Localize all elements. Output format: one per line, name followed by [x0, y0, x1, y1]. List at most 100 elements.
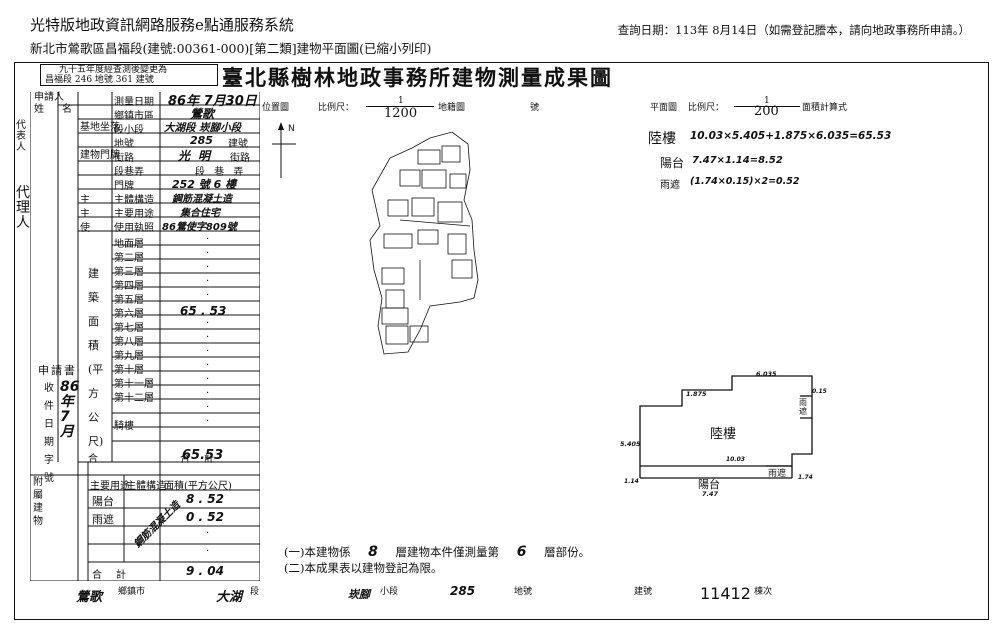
floor-row-label: 第十一層 [114, 379, 154, 390]
license-label: 使用執照 [114, 223, 154, 234]
footer-building-label: 建號 [634, 587, 653, 597]
structure-side-label: 主 [80, 195, 90, 206]
location-scale-label: 比例尺： [318, 103, 355, 113]
street-label: 街路 [114, 153, 134, 164]
annex-total-label: 合計 [92, 570, 140, 581]
note-1: (一)本建物係 8 層建物本件僅測量第 6 層部份。 [284, 544, 590, 560]
structure-value: 鋼筋混凝土造 [172, 194, 232, 205]
annex-side-label: 附屬建物 [33, 477, 43, 527]
plan-awning-label: 雨遮 [768, 469, 787, 479]
floor-row-value: · [206, 234, 210, 245]
floor-row-label: 第六層 [114, 309, 144, 320]
revision-line-1: 九十五年度經查測後變更為 [59, 65, 168, 75]
floor-row-label: 第二層 [114, 253, 144, 264]
plan-dim-mid: 10.03 [726, 456, 745, 463]
floor-row-value: · [206, 290, 210, 301]
footer-section: 大湖 [216, 590, 243, 605]
calc-awning-formula: (1.74×0.15)×2=0.52 [690, 176, 800, 187]
annex-row-usage: 雨遮 [92, 513, 114, 526]
annex-row-area: · [206, 546, 210, 557]
calc-awning-label: 雨遮 [660, 180, 680, 191]
plan-scale-label: 比例尺： [688, 103, 725, 113]
footer-township: 鶯歌 [76, 590, 103, 605]
area-calc-label: 面積計算式 [802, 103, 848, 113]
township-value: 鶯歌 [190, 107, 215, 121]
note-1-c: 層建物本件僅測量第 [395, 545, 500, 559]
floor-row-value: · [206, 416, 210, 427]
building-form: 測量日期 86年 7月30日 鄉鎮市區 鶯歌 基地坐落 段小段 大湖段 崁腳小段… [30, 92, 260, 581]
street-value: 光明 [178, 149, 219, 163]
floor-row-label: 第三層 [114, 267, 144, 278]
location-map-label: 位置圖 [262, 103, 290, 113]
annex-row-usage: 陽台 [92, 495, 114, 508]
usage-label: 主要用途 [114, 209, 154, 220]
plan-dim-114: 1.14 [624, 478, 639, 485]
agent-label: 代理人 [16, 185, 30, 231]
floor-row-value: · [206, 374, 210, 385]
plan-scale-den: 200 [754, 104, 779, 119]
query-date: 查詢日期：113年 8月14日（如需登記謄本，請向地政事務所申請。） [617, 23, 970, 37]
usage-value: 集合住宅 [180, 208, 220, 219]
floor-total-value: 65.53 [182, 448, 224, 463]
system-title: 光特版地政資訊網路服務e點通服務系統 [30, 16, 294, 34]
annex-row-area: 0 . 52 [186, 510, 224, 524]
lot-value: 285 [190, 134, 213, 147]
calc-main-label: 陸樓 [648, 131, 676, 147]
lot-label: 地號 [114, 139, 134, 150]
survey-date: 86年 7月30日 [168, 94, 257, 109]
door-value: 252 號 6 樓 [172, 178, 237, 191]
annex-head-structure: 主體構造 [126, 481, 166, 492]
calc-balcony-formula: 7.47×1.14=8.52 [692, 155, 783, 166]
plan-balcony-label: 陽台 [698, 478, 720, 491]
floor-row-value: · [206, 318, 210, 329]
floor-row-label: 第十層 [114, 365, 144, 376]
annex-head-area: 面積(平方公尺) [164, 481, 232, 492]
location-map-sketch [369, 131, 479, 355]
plan-awning-side-label: 雨遮 [799, 398, 807, 416]
revision-stamp-box: 九十五年度經查測後變更為 昌福段 246 地號 361 建號 [40, 64, 218, 86]
name-label: 姓名 [34, 104, 90, 115]
applicant-label: 申請人 [34, 92, 64, 103]
license-side-label: 使 [80, 223, 90, 234]
footer-section-label: 段 [250, 587, 260, 597]
usage-side-label: 主 [80, 209, 90, 220]
footer-subsection-label: 小段 [380, 587, 399, 597]
annex-row-area: · [206, 528, 210, 539]
footer-lot-label: 地號 [514, 587, 533, 597]
street-suffix: 街路 [230, 153, 250, 164]
main-title: 臺北縣樹林地政事務所建物測量成果圖 [222, 65, 613, 90]
footer-subsection: 崁腳 [348, 588, 370, 601]
location-scale-den: 1200 [384, 106, 418, 121]
floor-total-side-label: 合 [88, 454, 98, 465]
floor-row-value: · [206, 402, 210, 413]
form-grid-lines [30, 92, 260, 581]
note-1-floor-no: 6 [516, 544, 527, 560]
note-2: (二)本成果表以建物登記為限。 [284, 561, 443, 575]
cadastral-map-label: 地籍圖 [438, 103, 466, 113]
annex-total-value: 9 . 04 [186, 564, 224, 578]
township-label: 鄉鎮市區 [114, 111, 154, 122]
footer-lot: 285 [450, 584, 476, 598]
floor-row-value: · [206, 388, 210, 399]
representative-label: 代表人 [16, 120, 26, 153]
plan-dim-left: 5.405 [620, 440, 641, 448]
north-label: N [288, 124, 295, 134]
floor-row-value: · [206, 332, 210, 343]
floor-row-label: 第四層 [114, 281, 144, 292]
building-no-label: 建號 [228, 139, 248, 150]
floor-area-side-label: 建築面積(平方公尺) [88, 267, 104, 448]
revision-line-2: 昌福段 246 地號 361 建號 [45, 75, 154, 85]
cadastral-no-label: 號 [530, 103, 540, 113]
survey-date-label: 測量日期 [114, 97, 154, 108]
floor-row-value: · [206, 346, 210, 357]
note-1-e: 層部份。 [544, 545, 591, 559]
floor-row-value: · [206, 276, 210, 287]
lane-label: 段巷弄 [114, 167, 144, 178]
plan-dim-015: 0.15 [812, 388, 827, 395]
floor-plan-drawing [639, 375, 813, 479]
application-label: 申請書 [38, 364, 77, 377]
plan-scale-num: 1 [764, 96, 770, 106]
floor-row-label: 第十二層 [114, 393, 154, 404]
floor-row-value: · [206, 262, 210, 273]
plan-dim-top: 6.035 [756, 370, 777, 378]
